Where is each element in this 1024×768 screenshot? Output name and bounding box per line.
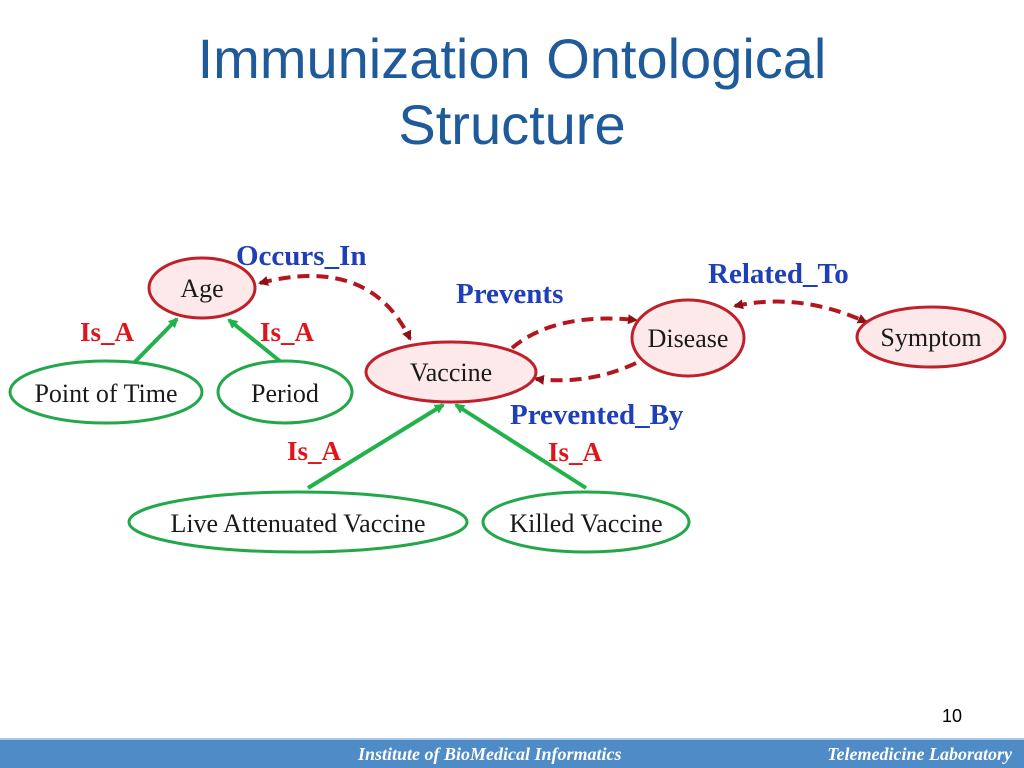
edge-live-is-a-vaccine — [306, 403, 445, 490]
slide-title-line-2: Structure — [398, 93, 626, 156]
node-vaccine: Vaccine — [364, 340, 538, 404]
edge-period-is-a-age — [227, 318, 283, 364]
edge-related-to — [733, 299, 868, 324]
slide-title: Immunization Ontological Structure — [0, 26, 1024, 158]
label-occurs-in: Occurs_In — [236, 240, 367, 272]
relation-edges — [258, 274, 868, 385]
node-symptom-label: Symptom — [880, 323, 981, 352]
edge-occurs-in — [258, 274, 412, 341]
node-disease-label: Disease — [648, 324, 729, 353]
label-is-a-point-of-time: Is_A — [80, 317, 135, 347]
node-point-of-time: Point of Time — [8, 359, 204, 425]
edge-killed-is-a-vaccine — [454, 403, 588, 490]
footer-laboratory: Telemedicine Laboratory — [827, 744, 1012, 764]
node-point-of-time-label: Point of Time — [34, 379, 177, 408]
slide-title-line-1: Immunization Ontological — [197, 27, 827, 90]
node-live-attenuated-vaccine-label: Live Attenuated Vaccine — [170, 509, 425, 538]
node-symptom: Symptom — [855, 305, 1007, 369]
footer-institute: Institute of BioMedical Informatics — [358, 744, 622, 764]
edge-prevents — [510, 314, 638, 350]
node-killed-vaccine: Killed Vaccine — [481, 490, 691, 554]
node-period: Period — [216, 359, 354, 425]
label-is-a-live: Is_A — [287, 436, 342, 466]
node-live-attenuated-vaccine: Live Attenuated Vaccine — [127, 490, 469, 554]
label-is-a-killed: Is_A — [548, 437, 603, 467]
node-disease: Disease — [630, 298, 746, 378]
label-prevents: Prevents — [456, 278, 563, 310]
node-age-label: Age — [180, 274, 223, 303]
node-period-label: Period — [251, 379, 319, 408]
ontology-diagram: Age Vaccine Disease Symptom Point of Tim… — [8, 240, 1007, 554]
node-killed-vaccine-label: Killed Vaccine — [509, 509, 662, 538]
label-prevented-by: Prevented_By — [510, 399, 684, 431]
label-related-to: Related_To — [708, 258, 849, 290]
label-is-a-period: Is_A — [260, 317, 315, 347]
node-age: Age — [147, 256, 257, 320]
page-number: 10 — [941, 706, 962, 726]
node-vaccine-label: Vaccine — [410, 358, 492, 387]
footer-bar: Institute of BioMedical Informatics Tele… — [0, 738, 1024, 768]
edge-prevented-by — [534, 361, 637, 385]
